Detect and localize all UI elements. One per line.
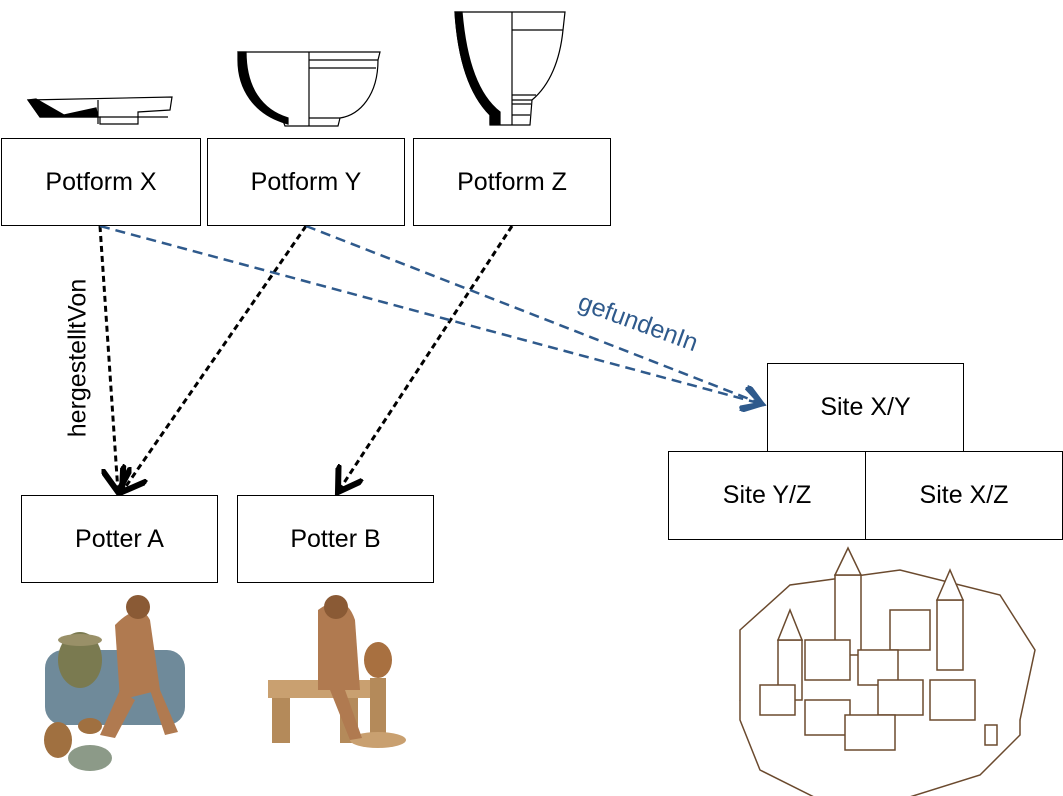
potform-y-box: Potform Y bbox=[207, 138, 405, 226]
site-yz-label: Site Y/Z bbox=[722, 481, 812, 509]
arrow-potform-x-to-potter-a bbox=[98, 225, 118, 492]
potter-wheel-figure-icon bbox=[268, 595, 406, 748]
site-xz-label: Site X/Z bbox=[919, 481, 1009, 509]
potform-x-label: Potform X bbox=[45, 167, 157, 196]
potter-a-box: Potter A bbox=[21, 495, 218, 583]
potform-z-label: Potform Z bbox=[457, 167, 567, 196]
potter-a-label: Potter A bbox=[75, 524, 164, 553]
site-yz-box: Site Y/Z bbox=[668, 451, 866, 540]
arrow-potform-y-to-potter-a bbox=[122, 225, 308, 492]
cup-profile-icon bbox=[454, 11, 566, 126]
plate-profile-icon bbox=[26, 96, 173, 125]
potter-b-box: Potter B bbox=[237, 495, 434, 583]
arrow-potform-y-to-site bbox=[305, 224, 762, 404]
bowl-profile-icon bbox=[237, 51, 381, 127]
potform-z-box: Potform Z bbox=[413, 138, 611, 226]
site-xz-box: Site X/Z bbox=[865, 451, 1063, 540]
arrow-potform-z-to-potter-b bbox=[338, 225, 514, 492]
potform-y-label: Potform Y bbox=[250, 167, 362, 196]
potter-figure-icon bbox=[44, 595, 185, 771]
arrow-potform-x-to-site bbox=[99, 224, 762, 404]
potter-b-label: Potter B bbox=[290, 524, 381, 553]
site-xy-label: Site X/Y bbox=[820, 393, 911, 421]
potform-x-box: Potform X bbox=[1, 138, 201, 226]
site-xy-box: Site X/Y bbox=[767, 363, 964, 452]
